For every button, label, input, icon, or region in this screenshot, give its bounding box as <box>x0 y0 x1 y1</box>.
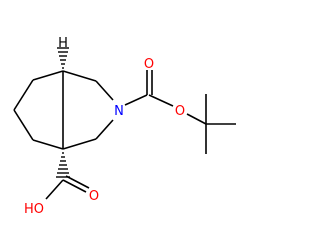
bond-n-c7 <box>95 119 114 140</box>
bond-c4-c5 <box>32 139 64 150</box>
bond-oester-cquat <box>186 113 207 125</box>
molecule-drawing: H N O O HO O <box>13 36 236 217</box>
bond-c2-c3 <box>13 79 34 111</box>
bond-c3-c4 <box>13 109 34 141</box>
bond-cacid-oh <box>45 179 64 200</box>
bond-c7-c5 <box>62 138 97 150</box>
bond-c1-c6 <box>62 70 97 82</box>
hashed-wedge-h <box>57 47 69 69</box>
bond-c6-n <box>95 80 114 101</box>
atom-label-nitrogen: N <box>114 104 124 119</box>
atom-label-hydroxyl: HO <box>24 202 44 217</box>
bond-n-ccarb <box>124 94 148 106</box>
atom-label-h: H <box>58 36 68 51</box>
atom-label-oxygen-carbonyl: O <box>144 57 154 72</box>
structure-diagram: H N O O HO O <box>13 36 236 217</box>
bond-cacid-o-double-a <box>62 179 87 193</box>
atom-label-oxygen-ester: O <box>175 104 185 119</box>
hashed-wedge-cooh <box>56 152 70 178</box>
bond-ccarb-oester <box>148 94 174 107</box>
bond-c1-c2 <box>32 70 64 81</box>
atom-label-oxygen-acid-carbonyl: O <box>89 189 99 204</box>
bond-cacid-o-double-b <box>65 175 90 189</box>
